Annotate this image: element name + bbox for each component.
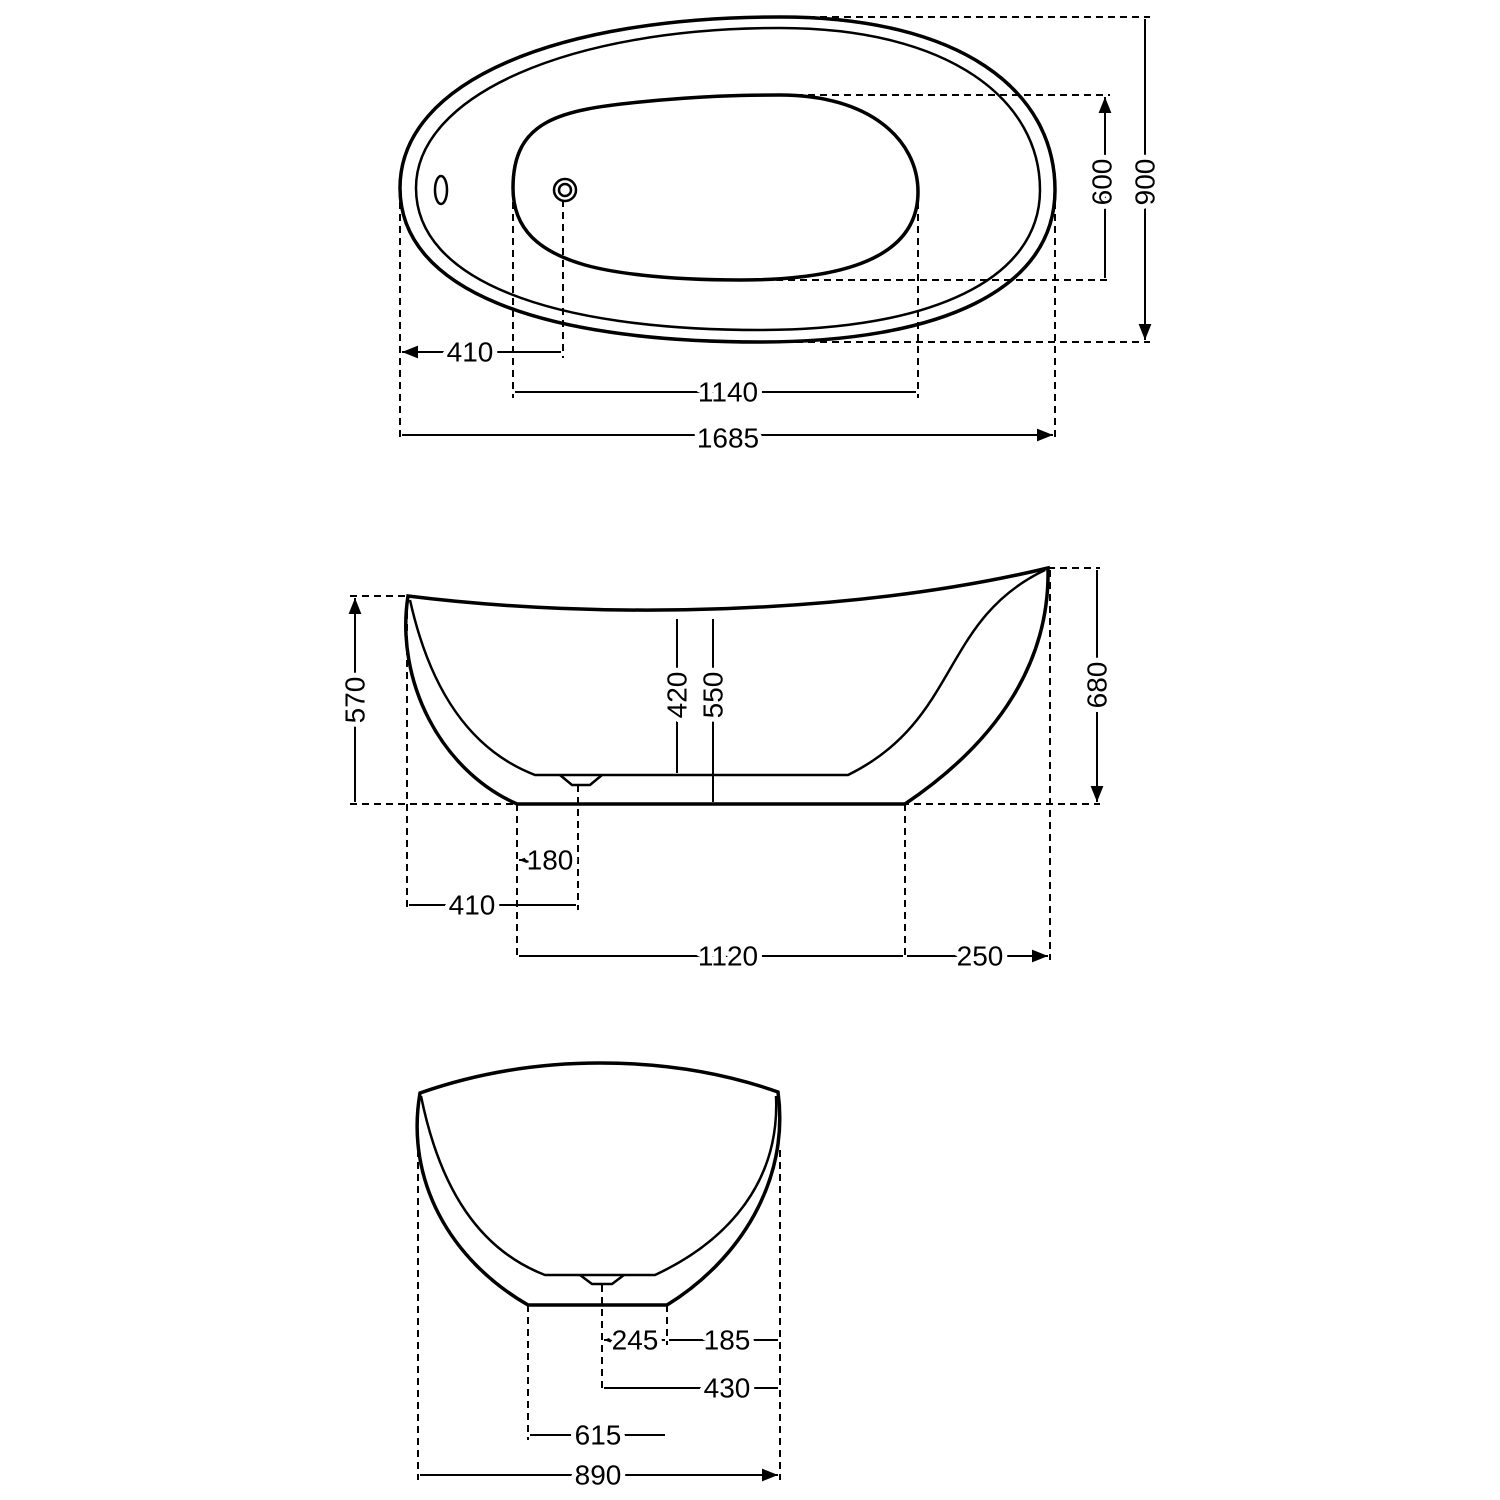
side-view: 570 420 550 680 180 410 1120 250 — [335, 565, 1118, 977]
dim-side-overhang: 185 — [704, 1325, 751, 1356]
dim-inner-depth: 420 — [662, 672, 693, 719]
dim-rim-height-high: 680 — [1082, 662, 1113, 709]
dim-center-height: 550 — [698, 672, 729, 719]
dim-overhang: 250 — [957, 941, 1004, 972]
drain-icon — [552, 177, 578, 203]
end-view: 245 185 430 615 890 — [415, 1061, 782, 1496]
dim-drain-offset: 410 — [447, 337, 494, 368]
overflow-icon — [433, 174, 449, 206]
dim-drain-from-base: 180 — [527, 845, 574, 876]
end-inner — [419, 1095, 778, 1277]
end-outline — [415, 1061, 782, 1307]
dim-drain-offset-base: 245 — [612, 1325, 659, 1356]
dim-base-length: 1120 — [698, 941, 758, 972]
dim-rim-height-low: 570 — [340, 677, 371, 724]
dim-drain-from-end: 410 — [449, 890, 496, 921]
dim-overall-length: 1685 — [697, 423, 759, 454]
dim-basin-length: 1140 — [698, 377, 758, 408]
dim-basin-width: 600 — [1087, 159, 1118, 206]
dim-overall-width: 890 — [575, 1460, 622, 1491]
inner-rim — [414, 26, 1042, 332]
top-view: 410 1140 1685 600 900 — [400, 15, 1166, 459]
dim-overall-width: 900 — [1130, 159, 1161, 206]
dim-base-width: 615 — [575, 1420, 622, 1451]
dim-drain-to-side: 430 — [704, 1373, 751, 1404]
basin — [511, 93, 920, 282]
